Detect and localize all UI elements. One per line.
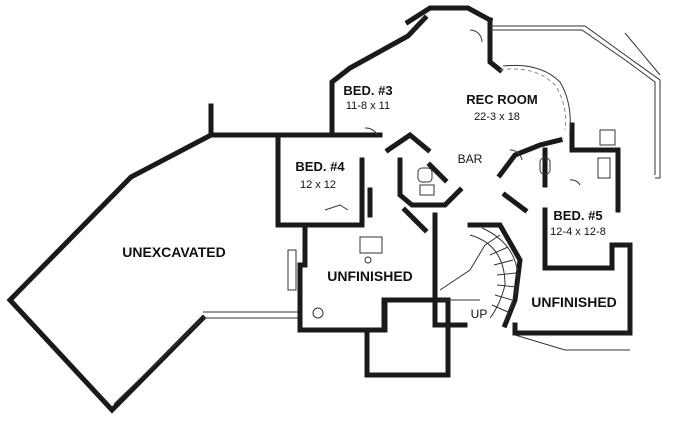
deck-outline: [490, 25, 661, 351]
unexcavated-name: UNEXCAVATED: [122, 244, 225, 260]
curved-staircase: [439, 227, 519, 323]
bed3-dims: 11-8 x 11: [346, 100, 390, 112]
room-labels: BED. #3 11-8 x 11 REC ROOM 22-3 x 18 BAR…: [122, 83, 617, 321]
bar-name: BAR: [458, 152, 483, 166]
bed4-name: BED. #4: [295, 159, 345, 174]
bed3-name: BED. #3: [343, 83, 392, 98]
rec-room-bay-window: [499, 64, 571, 131]
unexcavated-outline: [6, 103, 300, 414]
stair-up-label: UP: [471, 307, 488, 321]
rec-room-dims: 22-3 x 18: [474, 111, 520, 123]
unfinished-right-name: UNFINISHED: [531, 294, 617, 310]
unfinished-left-name: UNFINISHED: [327, 268, 413, 284]
doors: [324, 29, 581, 211]
rec-room-name: REC ROOM: [466, 92, 538, 107]
bed5-name: BED. #5: [553, 208, 602, 223]
bed5-dims: 12-4 x 12-8: [550, 226, 606, 238]
structural-walls: [275, 5, 633, 378]
fixtures: [287, 129, 616, 319]
bed4-dims: 12 x 12: [300, 179, 336, 191]
